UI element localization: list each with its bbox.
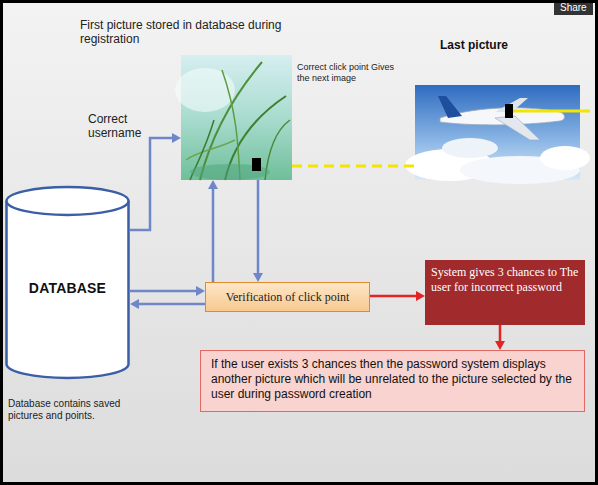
picture-frame: Last picture xyxy=(415,85,580,180)
connector-arrow xyxy=(370,291,425,301)
annotation-text: Correct username xyxy=(88,112,144,140)
connector-arrow xyxy=(130,299,205,309)
box-text: System gives 3 chances to The user for i… xyxy=(431,265,579,295)
database-cylinder: DATABASE xyxy=(5,185,130,380)
annotation-text: Correct click point Gives the next image xyxy=(297,62,397,84)
share-button: Share xyxy=(554,3,593,15)
connector-arrow xyxy=(292,166,415,167)
note-box: If the user exists 3 chances then the pa… xyxy=(200,350,585,412)
box-text: If the user exists 3 chances then the pa… xyxy=(211,357,574,402)
slide-background: First picture stored in database during … xyxy=(3,3,595,482)
connector-arrow xyxy=(253,180,263,282)
box-text: DATABASE xyxy=(29,280,106,296)
box-text: Verification of click point xyxy=(226,290,350,304)
connector-arrow xyxy=(208,180,218,282)
process-box: Verification of click point xyxy=(205,282,370,312)
grass-picture xyxy=(175,55,292,180)
alert-box: System gives 3 chances to The user for i… xyxy=(425,260,585,325)
airplane-picture xyxy=(405,85,590,184)
click-point xyxy=(505,104,513,118)
picture-heading: Last picture xyxy=(440,38,580,52)
caption-note: Database contains saved pictures and poi… xyxy=(8,398,138,422)
picture-frame: First picture stored in database during … xyxy=(181,55,292,180)
connector-arrow xyxy=(130,286,205,296)
connector-arrow xyxy=(495,325,505,350)
connector-arrow xyxy=(130,133,181,230)
click-line xyxy=(513,110,590,113)
click-point xyxy=(252,158,261,171)
picture-heading: First picture stored in database during … xyxy=(80,18,310,46)
